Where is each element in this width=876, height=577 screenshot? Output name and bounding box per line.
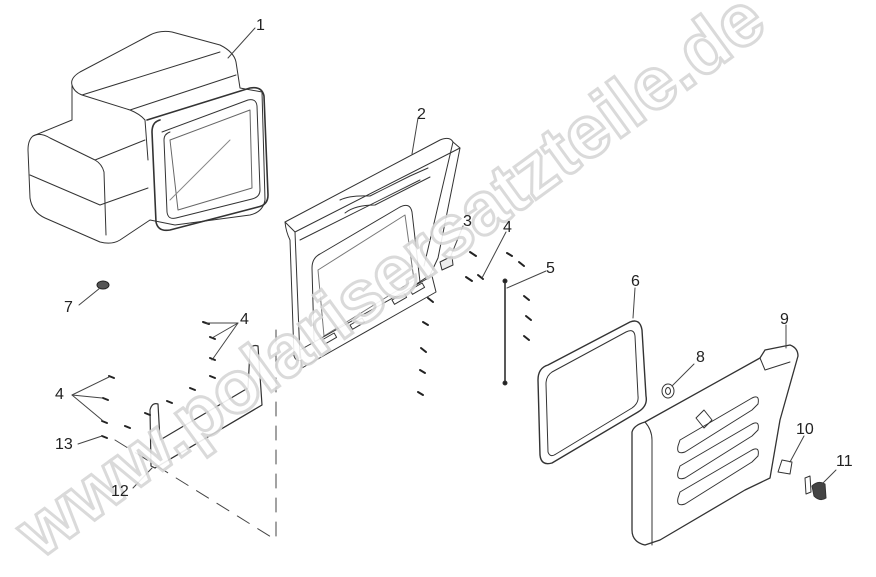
callout-5: 5 xyxy=(546,260,555,277)
callout-8: 8 xyxy=(696,349,705,366)
callout-1: 1 xyxy=(256,17,265,34)
part-12-bracket xyxy=(149,344,263,469)
callout-6: 6 xyxy=(631,273,640,290)
callout-12: 12 xyxy=(111,483,129,500)
callout-11: 11 xyxy=(836,453,853,470)
callout-3: 3 xyxy=(463,213,472,230)
part-8-washer xyxy=(661,383,675,399)
callout-4-center: 4 xyxy=(503,219,512,236)
part-10-grommet xyxy=(777,459,793,475)
part-9-side-cover xyxy=(631,344,799,546)
part-1-air-box-housing xyxy=(27,30,269,244)
part-11-latch xyxy=(804,475,827,501)
leader-lines xyxy=(71,27,837,489)
callout-4-upper-left: 4 xyxy=(240,311,249,328)
callout-4-left: 4 xyxy=(55,386,64,403)
callout-9: 9 xyxy=(780,311,789,328)
part-2-frame-panel xyxy=(284,137,461,369)
callout-10: 10 xyxy=(796,421,814,438)
part-6-seal xyxy=(537,320,648,465)
screw-group-center xyxy=(417,251,532,396)
callout-2: 2 xyxy=(417,106,426,123)
part-7-nut xyxy=(96,280,110,290)
part-3-small-plate xyxy=(439,255,454,271)
part-5-rod xyxy=(502,278,508,386)
callout-13: 13 xyxy=(55,436,73,453)
assembly-dashed-lines xyxy=(114,329,277,541)
callout-7: 7 xyxy=(64,299,73,316)
